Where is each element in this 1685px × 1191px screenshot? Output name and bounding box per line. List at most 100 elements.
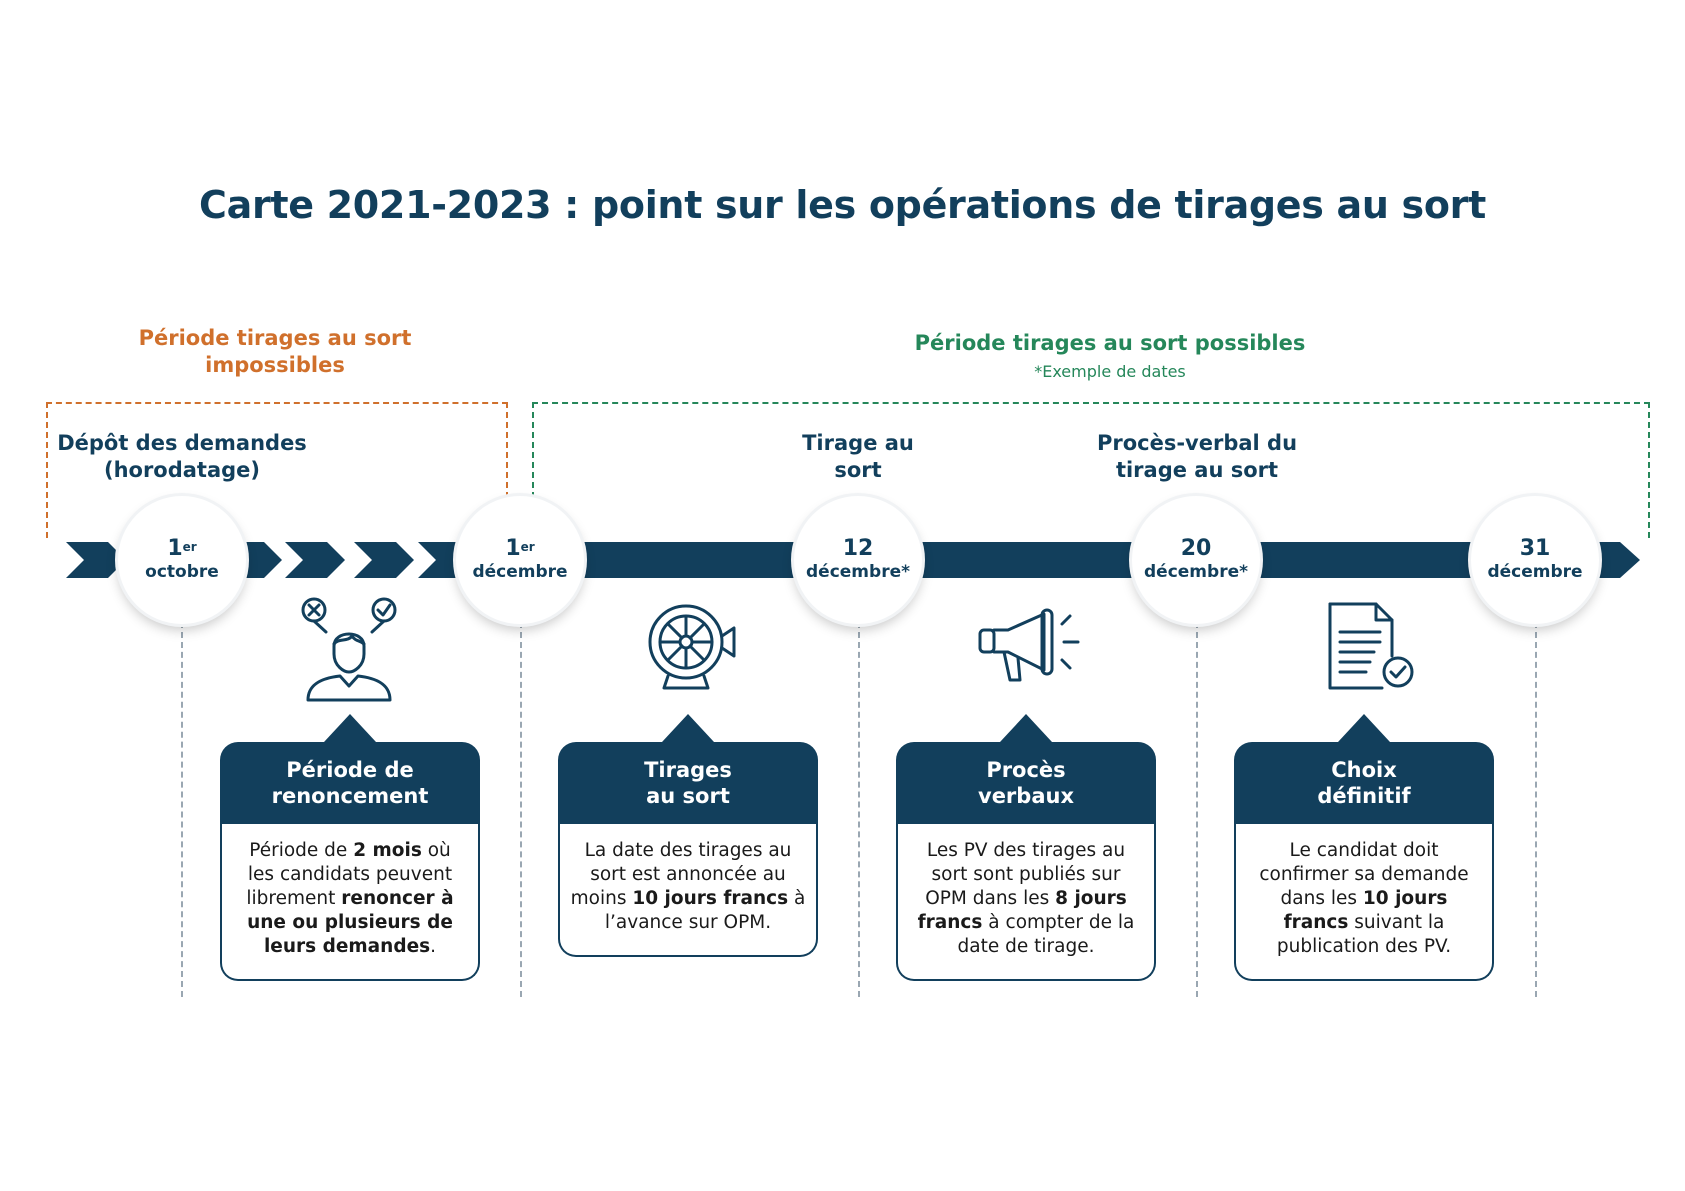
date-guide-line bbox=[1535, 622, 1537, 997]
card-body-line: moins 10 jours francs à bbox=[570, 887, 806, 911]
chevron-icon bbox=[66, 542, 126, 578]
possible-period-label: Période tirages au sort possibles bbox=[914, 331, 1306, 355]
example-dates-note: *Exemple de dates bbox=[1034, 362, 1186, 381]
card-body-line: Les PV des tirages au bbox=[908, 839, 1144, 863]
date-day: 20 bbox=[1180, 536, 1212, 561]
event-label-tirage: Tirage au sort bbox=[738, 430, 978, 484]
card-body-text: Les PV des tirages au bbox=[926, 840, 1126, 861]
card-header: Tirages au sort bbox=[558, 714, 818, 824]
card-proces-verbaux: Procès verbaux Les PV des tirages au sort… bbox=[896, 714, 1156, 981]
card-body-text: 2 mois bbox=[353, 840, 422, 861]
card-body-text: dans les bbox=[1280, 888, 1363, 909]
event-label-depot-line1: Dépôt des demandes bbox=[57, 431, 307, 455]
card-tirages: Tirages au sort La date des tirages au so… bbox=[558, 714, 818, 957]
card-body-text: 8 jours bbox=[1055, 888, 1127, 909]
card-body-text: à compter de la bbox=[982, 912, 1135, 933]
card-body-text: OPM dans les bbox=[925, 888, 1056, 909]
event-label-pv: Procès-verbal du tirage au sort bbox=[1062, 430, 1332, 484]
card-body-text: La date des tirages au bbox=[584, 840, 792, 861]
card-body-line: francs suivant la bbox=[1246, 911, 1482, 935]
date-circle-31-decembre: 31 décembre bbox=[1471, 496, 1599, 624]
date-month: octobre bbox=[145, 562, 219, 582]
card-body-text: 10 jours bbox=[1362, 888, 1448, 909]
card-body-text: moins bbox=[570, 888, 633, 909]
event-label-tirage-line1: Tirage au bbox=[802, 431, 914, 455]
card-body-text: sort est annoncée au bbox=[590, 864, 786, 885]
card-body-text: date de tirage. bbox=[957, 936, 1095, 957]
card-body-line: Le candidat doit bbox=[1246, 839, 1482, 863]
date-circle-20-decembre: 20 décembre* bbox=[1132, 496, 1260, 624]
event-label-depot-line2: (horodatage) bbox=[103, 458, 261, 482]
card-title-line1: Procès bbox=[986, 758, 1066, 782]
lottery-wheel-icon bbox=[648, 604, 736, 690]
card-body-line: sort sont publiés sur bbox=[908, 863, 1144, 887]
date-guide-line bbox=[858, 622, 860, 997]
card-body-text: l’avance sur OPM. bbox=[604, 912, 772, 933]
card-title-line2: verbaux bbox=[978, 784, 1074, 808]
date-day: 1er bbox=[505, 536, 535, 561]
card-body-text: 10 jours francs bbox=[632, 888, 789, 909]
card-body-text: sort sont publiés sur bbox=[931, 864, 1121, 885]
chevron-icon bbox=[354, 542, 414, 578]
card-header: Choix définitif bbox=[1234, 714, 1494, 824]
card-body: Les PV des tirages au sort sont publiés s… bbox=[896, 824, 1156, 981]
card-body-text: suivant la bbox=[1348, 912, 1445, 933]
card-body-line: francs à compter de la bbox=[908, 911, 1144, 935]
card-body-line: une ou plusieurs de bbox=[232, 911, 468, 935]
timeline-bar bbox=[500, 542, 1640, 578]
card-title-line1: Choix bbox=[1331, 758, 1397, 782]
card-title-line2: définitif bbox=[1317, 784, 1411, 808]
card-title-line1: Période de bbox=[286, 758, 414, 782]
card-body-line: dans les 10 jours bbox=[1246, 887, 1482, 911]
card-body-line: les candidats peuvent bbox=[232, 863, 468, 887]
date-month: décembre bbox=[1487, 562, 1583, 582]
card-body-text: une ou plusieurs de bbox=[247, 912, 453, 933]
card-body-line: publication des PV. bbox=[1246, 935, 1482, 959]
date-day: 1er bbox=[167, 536, 197, 561]
card-body-text: librement bbox=[246, 888, 342, 909]
card-body-line: confirmer sa demande bbox=[1246, 863, 1482, 887]
megaphone-icon bbox=[978, 608, 1080, 682]
date-circle-1-octobre: 1er octobre bbox=[118, 496, 246, 624]
date-circle-12-decembre: 12 décembre* bbox=[794, 496, 922, 624]
event-label-tirage-line2: sort bbox=[834, 458, 882, 482]
card-body: La date des tirages au sort est annoncée … bbox=[558, 824, 818, 957]
card-body-text: renoncer à bbox=[341, 888, 454, 909]
document-check-icon bbox=[1328, 602, 1414, 690]
card-header: Période de renoncement bbox=[220, 714, 480, 824]
card-body-text: Période de bbox=[249, 840, 354, 861]
event-label-pv-line2: tirage au sort bbox=[1115, 458, 1279, 482]
card-title-line2: au sort bbox=[646, 784, 730, 808]
date-month: décembre bbox=[472, 562, 568, 582]
impossible-period-line2: impossibles bbox=[205, 353, 345, 377]
card-body-line: La date des tirages au bbox=[570, 839, 806, 863]
impossible-period-label: Période tirages au sort impossibles bbox=[110, 325, 440, 379]
event-label-pv-line1: Procès-verbal du bbox=[1096, 431, 1298, 455]
date-guide-line bbox=[1196, 622, 1198, 997]
card-body-line: l’avance sur OPM. bbox=[570, 911, 806, 935]
date-guide-line bbox=[181, 622, 183, 997]
date-month: décembre* bbox=[806, 562, 910, 582]
card-body-line: OPM dans les 8 jours bbox=[908, 887, 1144, 911]
card-body-text: Le candidat doit bbox=[1289, 840, 1439, 861]
card-body-text: leurs demandes bbox=[263, 936, 431, 957]
date-guide-line bbox=[520, 622, 522, 997]
chevron-icon bbox=[285, 542, 345, 578]
card-title-line1: Tirages bbox=[644, 758, 732, 782]
impossible-period-line1: Période tirages au sort bbox=[138, 326, 412, 350]
card-body-line: sort est annoncée au bbox=[570, 863, 806, 887]
card-body-text: les candidats peuvent bbox=[247, 864, 453, 885]
date-month: décembre* bbox=[1144, 562, 1248, 582]
event-label-depot: Dépôt des demandes (horodatage) bbox=[52, 430, 312, 484]
person-choice-icon bbox=[301, 597, 397, 702]
impossible-period-bracket bbox=[46, 402, 508, 538]
card-body-line: Période de 2 mois où bbox=[232, 839, 468, 863]
card-body-text: francs bbox=[1283, 912, 1349, 933]
possible-period-bracket bbox=[532, 402, 1650, 538]
page-title: Carte 2021-2023 : point sur les opératio… bbox=[199, 183, 1486, 227]
card-body-text: publication des PV. bbox=[1276, 936, 1452, 957]
card-renoncement: Période de renoncement Période de 2 mois… bbox=[220, 714, 480, 981]
